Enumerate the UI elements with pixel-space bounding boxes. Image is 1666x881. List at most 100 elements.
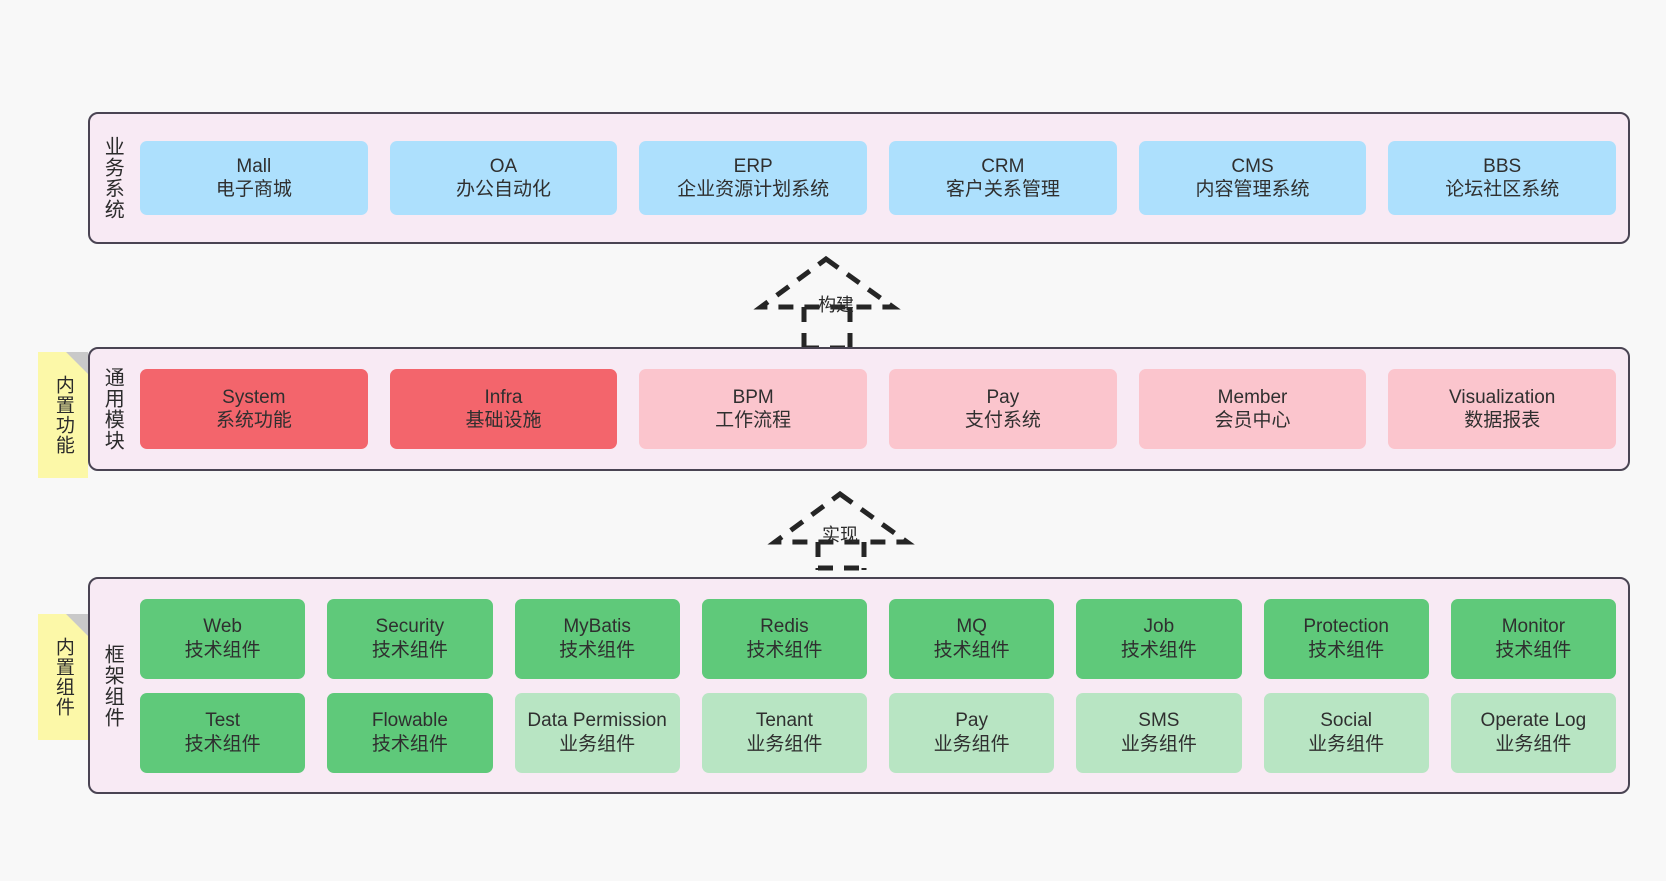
layer-body-business: Mall 电子商城 OA 办公自动化 ERP 企业资源计划系统 CRM 客户关系… (134, 114, 1628, 242)
connector-implement: 实现 (767, 490, 920, 571)
box-title-en: Mall (236, 155, 272, 177)
box-title-cn: 技术组件 (184, 733, 261, 755)
box-mall[interactable]: Mall 电子商城 (140, 141, 368, 215)
box-title-en: Tenant (755, 710, 813, 732)
box-title-en: Job (1143, 616, 1175, 638)
box-title-cn: 论坛社区系统 (1445, 179, 1560, 200)
box-title-cn: 内容管理系统 (1195, 179, 1310, 200)
box-title-cn: 业务组件 (559, 733, 636, 755)
note-label: 内置组件 (52, 637, 74, 717)
box-flowable[interactable]: Flowable 技术组件 (327, 692, 493, 773)
box-title-en: Security (375, 616, 445, 638)
box-title-cn: 技术组件 (371, 639, 448, 661)
box-title-en: Web (203, 616, 242, 638)
box-pay[interactable]: Pay 支付系统 (889, 369, 1117, 449)
layer-row: Test 技术组件 Flowable 技术组件 Data Permission … (140, 692, 1616, 773)
box-sms[interactable]: SMS 业务组件 (1076, 692, 1242, 773)
box-infra[interactable]: Infra 基础设施 (389, 369, 618, 449)
box-web[interactable]: Web 技术组件 (140, 598, 306, 679)
box-title-cn: 技术组件 (1495, 639, 1572, 661)
box-title-en: MyBatis (563, 616, 631, 638)
box-job[interactable]: Job 技术组件 (1076, 598, 1242, 679)
layer-row: Web 技术组件 Security 技术组件 MyBatis 技术组件 Redi… (140, 598, 1616, 679)
box-title-cn: 支付系统 (964, 410, 1041, 431)
box-title-cn: 企业资源计划系统 (677, 179, 830, 200)
box-title-en: Visualization (1449, 386, 1556, 408)
box-title-en: Social (1320, 710, 1372, 732)
box-visualization[interactable]: Visualization 数据报表 (1388, 369, 1617, 449)
box-title-cn: 电子商城 (215, 179, 292, 200)
box-title-en: CMS (1231, 155, 1274, 177)
box-title-cn: 技术组件 (1308, 639, 1385, 661)
box-title-en: BBS (1483, 155, 1522, 177)
connector-label-implement: 实现 (822, 525, 858, 545)
layer-title-business: 业务系统 (101, 136, 124, 220)
box-monitor[interactable]: Monitor 技术组件 (1450, 598, 1616, 679)
box-title-en: Member (1217, 386, 1288, 408)
box-title-en: MQ (956, 616, 987, 638)
box-pay-component[interactable]: Pay 业务组件 (889, 692, 1055, 773)
box-title-cn: 数据报表 (1464, 410, 1541, 431)
box-mq[interactable]: MQ 技术组件 (889, 598, 1055, 679)
box-title-cn: 技术组件 (746, 639, 823, 661)
layer-common-module: 通用模块 System 系统功能 Infra 基础设施 BPM 工作流程 Pay… (88, 347, 1630, 471)
box-title-en: SMS (1138, 710, 1180, 732)
layer-business-system: 业务系统 Mall 电子商城 OA 办公自动化 ERP 企业资源计划系统 CRM… (88, 112, 1630, 244)
box-security[interactable]: Security 技术组件 (327, 598, 493, 679)
box-tenant[interactable]: Tenant 业务组件 (701, 692, 867, 773)
box-title-cn: 工作流程 (715, 410, 792, 431)
box-title-cn: 技术组件 (1120, 639, 1197, 661)
box-title-en: Redis (760, 616, 809, 638)
box-title-en: Pay (986, 386, 1020, 408)
box-title-cn: 技术组件 (371, 733, 448, 755)
box-operate-log[interactable]: Operate Log 业务组件 (1450, 692, 1616, 773)
layer-title-common: 通用模块 (101, 367, 124, 451)
box-test[interactable]: Test 技术组件 (140, 692, 306, 773)
note-builtin-features: 内置功能 (38, 352, 88, 478)
layer-row: System 系统功能 Infra 基础设施 BPM 工作流程 Pay 支付系统… (140, 369, 1617, 449)
box-erp[interactable]: ERP 企业资源计划系统 (639, 141, 868, 215)
box-title-cn: 业务组件 (1120, 733, 1197, 755)
layer-row: Mall 电子商城 OA 办公自动化 ERP 企业资源计划系统 CRM 客户关系… (140, 141, 1617, 215)
note-builtin-components: 内置组件 (38, 614, 88, 740)
box-mybatis[interactable]: MyBatis 技术组件 (514, 598, 680, 679)
box-title-en: Data Permission (527, 710, 667, 732)
box-title-en: ERP (733, 155, 773, 177)
layer-framework-component: 框架组件 Web 技术组件 Security 技术组件 MyBatis 技术组件… (88, 577, 1630, 794)
note-label: 内置功能 (52, 375, 74, 455)
box-title-en: BPM (732, 386, 774, 408)
box-title-cn: 技术组件 (184, 639, 261, 661)
box-title-en: Pay (955, 710, 988, 732)
connector-line (815, 542, 867, 571)
box-title-en: Infra (484, 386, 523, 408)
box-title-cn: 技术组件 (933, 639, 1010, 661)
box-redis[interactable]: Redis 技术组件 (701, 598, 867, 679)
box-bpm[interactable]: BPM 工作流程 (639, 369, 868, 449)
box-data-permission[interactable]: Data Permission 业务组件 (514, 692, 680, 773)
box-title-cn: 客户关系管理 (945, 179, 1060, 200)
box-title-en: CRM (981, 155, 1025, 177)
box-member[interactable]: Member 会员中心 (1138, 369, 1367, 449)
box-system[interactable]: System 系统功能 (140, 369, 368, 449)
box-title-en: OA (489, 155, 518, 177)
layer-title-framework: 框架组件 (101, 643, 124, 728)
layer-body-common: System 系统功能 Infra 基础设施 BPM 工作流程 Pay 支付系统… (134, 349, 1628, 469)
box-title-cn: 业务组件 (933, 733, 1010, 755)
box-title-cn: 会员中心 (1214, 410, 1291, 431)
box-oa[interactable]: OA 办公自动化 (389, 141, 618, 215)
box-title-en: System (222, 386, 286, 408)
layer-body-framework: Web 技术组件 Security 技术组件 MyBatis 技术组件 Redi… (134, 579, 1628, 792)
box-title-en: Flowable (371, 710, 448, 732)
box-title-cn: 技术组件 (559, 639, 636, 661)
box-bbs[interactable]: BBS 论坛社区系统 (1388, 141, 1617, 215)
box-cms[interactable]: CMS 内容管理系统 (1138, 141, 1367, 215)
connector-label-build: 构建 (818, 295, 854, 315)
box-title-en: Operate Log (1480, 710, 1587, 732)
box-protection[interactable]: Protection 技术组件 (1263, 598, 1429, 679)
box-crm[interactable]: CRM 客户关系管理 (889, 141, 1117, 215)
box-title-cn: 系统功能 (215, 410, 292, 431)
box-title-cn: 业务组件 (746, 733, 823, 755)
box-social[interactable]: Social 业务组件 (1263, 692, 1429, 773)
connector-build: 构建 (753, 255, 906, 351)
